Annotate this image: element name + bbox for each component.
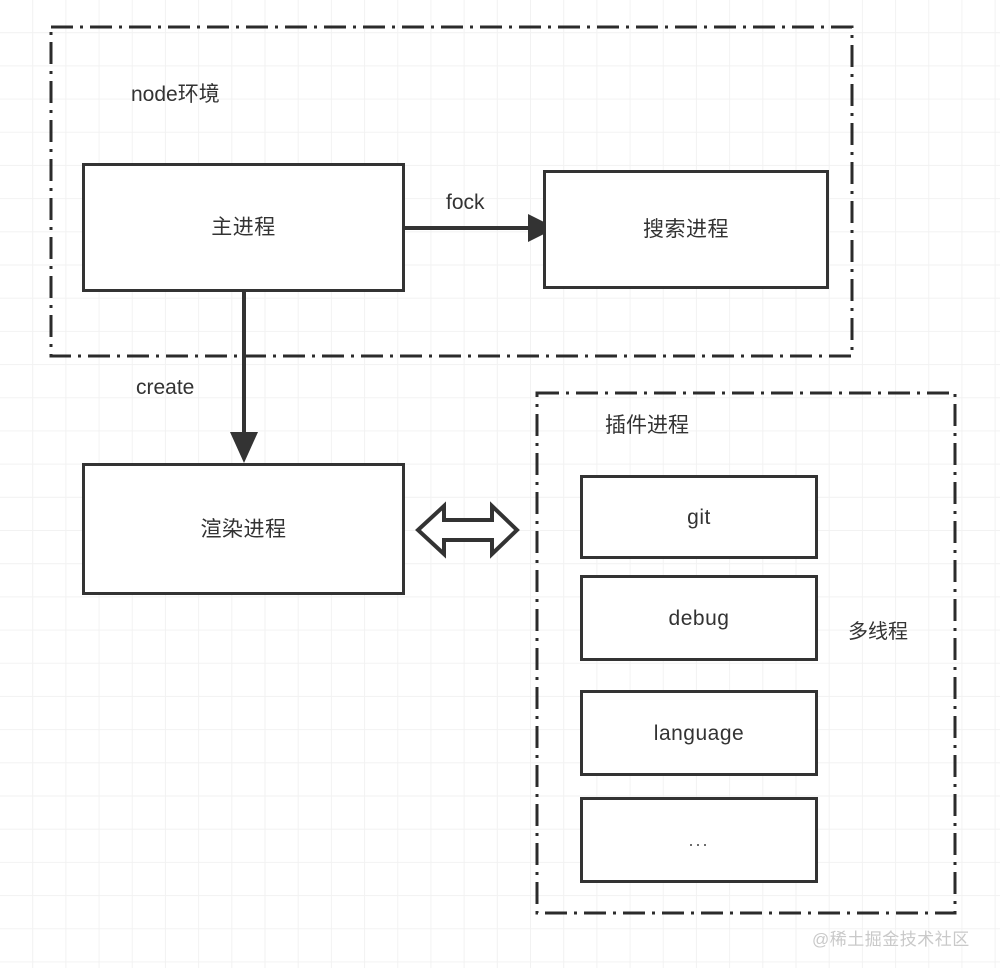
plugin-debug-box[interactable]: debug [580, 575, 818, 661]
render-process-box[interactable]: 渲染进程 [82, 463, 405, 595]
plugin-git-label: git [687, 505, 711, 529]
multithread-caption: 多线程 [848, 621, 908, 643]
search-process-label: 搜索进程 [643, 218, 729, 241]
plugin-process-group-label: 插件进程 [605, 414, 689, 437]
main-process-label: 主进程 [211, 216, 276, 239]
plugin-debug-label: debug [668, 606, 730, 630]
render-process-label: 渲染进程 [200, 517, 287, 541]
fork-edge-label: fock [446, 191, 485, 214]
plugin-more-box[interactable]: ... [580, 797, 818, 883]
watermark-text: @稀土掘金技术社区 [812, 930, 970, 949]
plugin-language-box[interactable]: language [580, 690, 818, 776]
node-env-group-label: node环境 [131, 83, 220, 106]
plugin-git-box[interactable]: git [580, 475, 818, 559]
plugin-language-label: language [653, 721, 745, 745]
create-edge-label: create [136, 376, 195, 399]
search-process-box[interactable]: 搜索进程 [543, 170, 829, 289]
main-process-box[interactable]: 主进程 [82, 163, 405, 292]
plugin-more-label: ... [688, 830, 710, 850]
